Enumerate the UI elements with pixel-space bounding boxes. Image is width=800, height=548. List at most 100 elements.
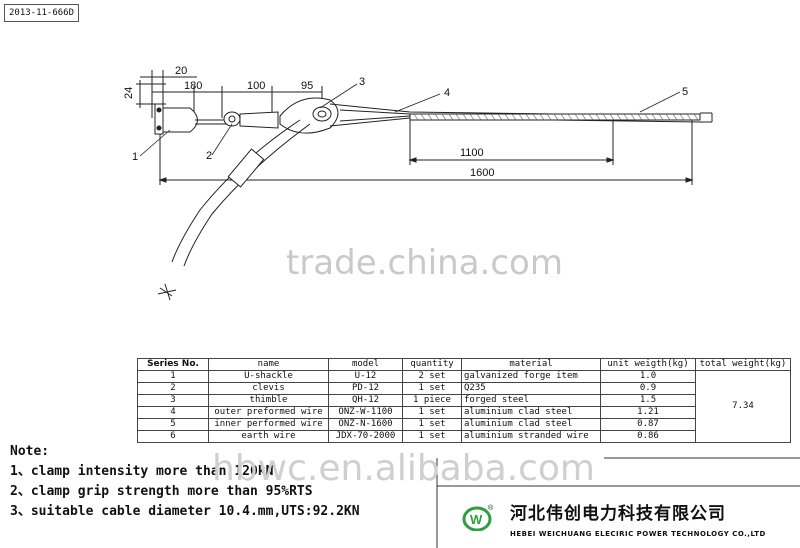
strand-mark <box>504 113 510 121</box>
strand-mark <box>476 113 482 121</box>
strand-mark <box>686 113 692 121</box>
strand-mark <box>497 113 503 121</box>
callout-2: 2 <box>206 150 212 162</box>
strand-mark <box>672 113 678 121</box>
bill-of-materials: Series No. name model quantity material … <box>137 358 791 443</box>
strand-mark <box>623 113 629 121</box>
header-model: model <box>328 358 403 371</box>
document-number: 2013-11-666D <box>4 4 80 22</box>
cell-material: forged steel <box>461 394 601 407</box>
cell-unit-weight: 1.0 <box>600 370 696 383</box>
strand-mark <box>420 113 426 121</box>
strand-mark <box>546 113 552 121</box>
cell-material: aluminium clad steel <box>461 406 601 419</box>
cell-model: PD-12 <box>328 382 403 395</box>
strand-mark <box>693 113 699 121</box>
cell-model: U-12 <box>328 370 403 383</box>
strand-mark <box>595 113 601 121</box>
strand-mark <box>637 113 643 121</box>
title-block-frame <box>436 457 800 548</box>
header-unit-weight: unit weigth(kg) <box>600 358 696 371</box>
cell-total-weight: 7.34 <box>695 370 791 443</box>
strand-mark <box>560 113 566 121</box>
cell-series-no: 2 <box>137 382 209 395</box>
cell-model: QH-12 <box>328 394 403 407</box>
cell-unit-weight: 0.87 <box>600 418 696 431</box>
strand-mark <box>609 113 615 121</box>
preformed-wire <box>329 103 713 127</box>
cell-unit-weight: 1.21 <box>600 406 696 419</box>
strand-mark <box>539 113 545 121</box>
dim-20-label: 20 <box>175 65 187 77</box>
strand-mark <box>413 113 419 121</box>
callout-5: 5 <box>682 86 688 98</box>
strand-mark <box>532 113 538 121</box>
callout-leaders <box>139 83 681 157</box>
strand-mark <box>441 113 447 121</box>
cell-name: thimble <box>208 394 329 407</box>
cell-quantity: 1 set <box>402 406 462 419</box>
shackle-body <box>162 107 198 133</box>
cell-material: aluminium stranded wire <box>461 430 601 443</box>
cell-series-no: 6 <box>137 430 209 443</box>
cell-name: U-shackle <box>208 370 329 383</box>
strand-mark <box>511 113 517 121</box>
cell-material: Q235 <box>461 382 601 395</box>
cell-material: galvanized forge item <box>461 370 601 383</box>
cell-name: earth wire <box>208 430 329 443</box>
note-item: 1、clamp intensity more than 120kN <box>10 464 274 479</box>
strand-mark <box>455 113 461 121</box>
strand-mark <box>518 113 524 121</box>
header-quantity: quantity <box>402 358 462 371</box>
strand-texture <box>413 113 699 121</box>
cell-series-no: 4 <box>137 406 209 419</box>
cell-model: JDX-70-2000 <box>328 430 403 443</box>
bom-header-row: Series No. name model quantity material … <box>137 358 791 371</box>
cell-material: aluminium clad steel <box>461 418 601 431</box>
cell-series-no: 5 <box>137 418 209 431</box>
dim-1100-label: 1100 <box>460 147 484 159</box>
strand-mark <box>602 113 608 121</box>
cell-name: inner performed wire <box>208 418 329 431</box>
dim-24-label: 24 <box>123 87 135 99</box>
company-name-cn: 河北伟创电力科技有限公司 <box>510 504 726 524</box>
earth-wire <box>157 119 311 301</box>
callout-3: 3 <box>359 76 365 88</box>
logo-letter: W <box>470 512 483 527</box>
notes-title: Note: <box>10 444 50 459</box>
u-shackle-part <box>154 103 198 135</box>
cell-name: clevis <box>208 382 329 395</box>
strand-mark <box>434 113 440 121</box>
strand-mark <box>651 113 657 121</box>
strand-mark <box>567 113 573 121</box>
strand-mark <box>679 113 685 121</box>
strand-mark <box>574 113 580 121</box>
strand-mark <box>525 113 531 121</box>
header-series-no: Series No. <box>137 358 209 371</box>
strand-mark <box>448 113 454 121</box>
dim-95-label: 95 <box>301 80 313 92</box>
strand-mark <box>588 113 594 121</box>
header-total-weight: total weight(kg) <box>695 358 791 371</box>
strand-mark <box>427 113 433 121</box>
note-item: 2、clamp grip strength more than 95%RTS <box>10 484 313 499</box>
callout-4: 4 <box>444 87 450 99</box>
company-name-en: HEBEI WEICHUANG ELECIRIC POWER TECHNOLOG… <box>510 530 766 538</box>
notes-block: Note: 1、clamp intensity more than 120kN … <box>10 442 360 522</box>
strand-mark <box>665 113 671 121</box>
cell-quantity: 1 set <box>402 418 462 431</box>
cell-quantity: 1 set <box>402 382 462 395</box>
dim-100-label: 100 <box>247 80 265 92</box>
strand-mark <box>658 113 664 121</box>
cell-unit-weight: 0.86 <box>600 430 696 443</box>
clevis-part <box>195 111 279 129</box>
cell-model: ONZ-W-1100 <box>328 406 403 419</box>
dim-1600-label: 1600 <box>470 167 494 179</box>
